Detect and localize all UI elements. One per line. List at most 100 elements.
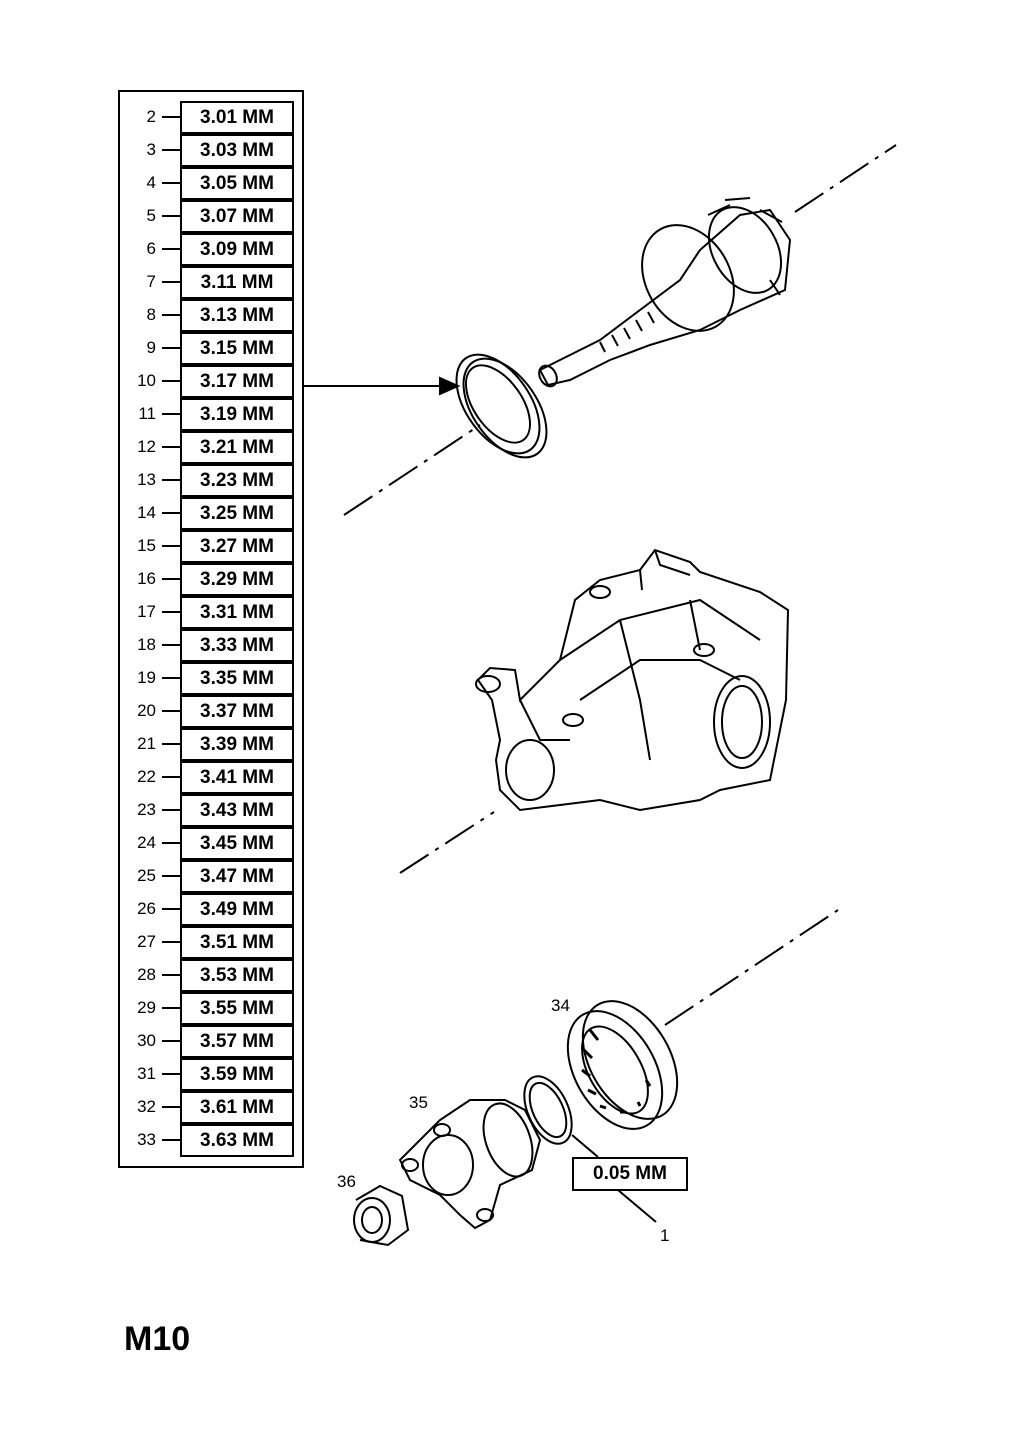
leader-tick bbox=[162, 644, 180, 646]
shim-thickness: 3.31 MM bbox=[180, 596, 294, 629]
leader-tick bbox=[162, 677, 180, 679]
shim-table-row: 26 3.49 MM bbox=[120, 893, 306, 926]
leader-shim-ring bbox=[571, 1134, 599, 1158]
shim-thickness: 3.51 MM bbox=[180, 926, 294, 959]
shim-thickness: 3.09 MM bbox=[180, 233, 294, 266]
page-code: M10 bbox=[124, 1320, 191, 1358]
leader-tick bbox=[162, 281, 180, 283]
shim-part-number: 13 bbox=[137, 470, 156, 489]
shim-part-number: 12 bbox=[137, 437, 156, 456]
shim-part-number: 30 bbox=[137, 1031, 156, 1050]
leader-tick bbox=[162, 1073, 180, 1075]
shim-arrow-head bbox=[439, 376, 461, 396]
leader-tick bbox=[162, 1106, 180, 1108]
shim-thickness: 3.15 MM bbox=[180, 332, 294, 365]
shim-part-number: 2 bbox=[146, 107, 156, 126]
shim-thickness: 3.33 MM bbox=[180, 629, 294, 662]
leader-tick bbox=[162, 512, 180, 514]
shim-thickness: 3.21 MM bbox=[180, 431, 294, 464]
shim-table-row: 18 3.33 MM bbox=[120, 629, 306, 662]
leader-tick bbox=[162, 446, 180, 448]
shim-thickness: 3.45 MM bbox=[180, 827, 294, 860]
shim-part-number: 21 bbox=[137, 734, 156, 753]
callout-nut: 36 bbox=[337, 1172, 356, 1191]
shim-table-row: 29 3.55 MM bbox=[120, 992, 306, 1025]
shim-part-number: 27 bbox=[137, 932, 156, 951]
shim-table-row: 32 3.61 MM bbox=[120, 1091, 306, 1124]
shim-table-row: 9 3.15 MM bbox=[120, 332, 306, 365]
shim-thickness: 3.59 MM bbox=[180, 1058, 294, 1091]
shim-part-number: 32 bbox=[137, 1097, 156, 1116]
leader-tick bbox=[162, 974, 180, 976]
shim-part-number: 25 bbox=[137, 866, 156, 885]
shim-part-number: 15 bbox=[137, 536, 156, 555]
leader-tick bbox=[162, 578, 180, 580]
leader-tick bbox=[162, 347, 180, 349]
shim-table-row: 27 3.51 MM bbox=[120, 926, 306, 959]
shim-thickness: 3.23 MM bbox=[180, 464, 294, 497]
shim-table-row: 13 3.23 MM bbox=[120, 464, 306, 497]
leader-tick bbox=[162, 842, 180, 844]
shim-table-row: 12 3.21 MM bbox=[120, 431, 306, 464]
leader-tick bbox=[162, 116, 180, 118]
shim-part-number: 4 bbox=[146, 173, 156, 192]
shim-thickness: 3.47 MM bbox=[180, 860, 294, 893]
callout-bearing: 34 bbox=[551, 996, 570, 1015]
pinion-shim-drawing bbox=[455, 353, 548, 459]
shim-part-number: 3 bbox=[146, 140, 156, 159]
shim-thickness: 3.55 MM bbox=[180, 992, 294, 1025]
leader-tick bbox=[162, 941, 180, 943]
shim-part-number: 6 bbox=[146, 239, 156, 258]
shim-table-row: 7 3.11 MM bbox=[120, 266, 306, 299]
shim-part-number: 7 bbox=[146, 272, 156, 291]
shim-thickness: 3.11 MM bbox=[180, 266, 294, 299]
shim-part-number: 18 bbox=[137, 635, 156, 654]
shim-part-number: 5 bbox=[146, 206, 156, 225]
leader-tick bbox=[162, 1007, 180, 1009]
shim-part-number: 33 bbox=[137, 1130, 156, 1149]
leader-tick bbox=[162, 182, 180, 184]
shim-part-number: 26 bbox=[137, 899, 156, 918]
leader-tick bbox=[162, 1139, 180, 1141]
nut-drawing bbox=[353, 1184, 410, 1247]
leader-tick bbox=[162, 611, 180, 613]
leader-tick bbox=[162, 776, 180, 778]
shim-part-number: 29 bbox=[137, 998, 156, 1017]
leader-spec-box bbox=[617, 1189, 657, 1223]
shim-thickness: 3.49 MM bbox=[180, 893, 294, 926]
axis-line-pinion-bottom bbox=[343, 424, 481, 516]
shim-part-number: 10 bbox=[137, 371, 156, 390]
shim-table-row: 3 3.03 MM bbox=[120, 134, 306, 167]
shim-thickness: 3.01 MM bbox=[180, 101, 294, 134]
shim-thickness: 3.19 MM bbox=[180, 398, 294, 431]
axis-line-bearing bbox=[664, 909, 839, 1026]
axis-line-pinion-top bbox=[794, 144, 897, 213]
shim-part-number: 20 bbox=[137, 701, 156, 720]
shim-thickness: 3.61 MM bbox=[180, 1091, 294, 1124]
shim-thickness: 3.13 MM bbox=[180, 299, 294, 332]
shim-part-number: 23 bbox=[137, 800, 156, 819]
leader-tick bbox=[162, 149, 180, 151]
shim-thickness: 3.03 MM bbox=[180, 134, 294, 167]
shim-part-number: 9 bbox=[146, 338, 156, 357]
shim-part-number: 19 bbox=[137, 668, 156, 687]
shim-thickness: 3.53 MM bbox=[180, 959, 294, 992]
shim-table-row: 2 3.01 MM bbox=[120, 101, 306, 134]
leader-tick bbox=[162, 215, 180, 217]
